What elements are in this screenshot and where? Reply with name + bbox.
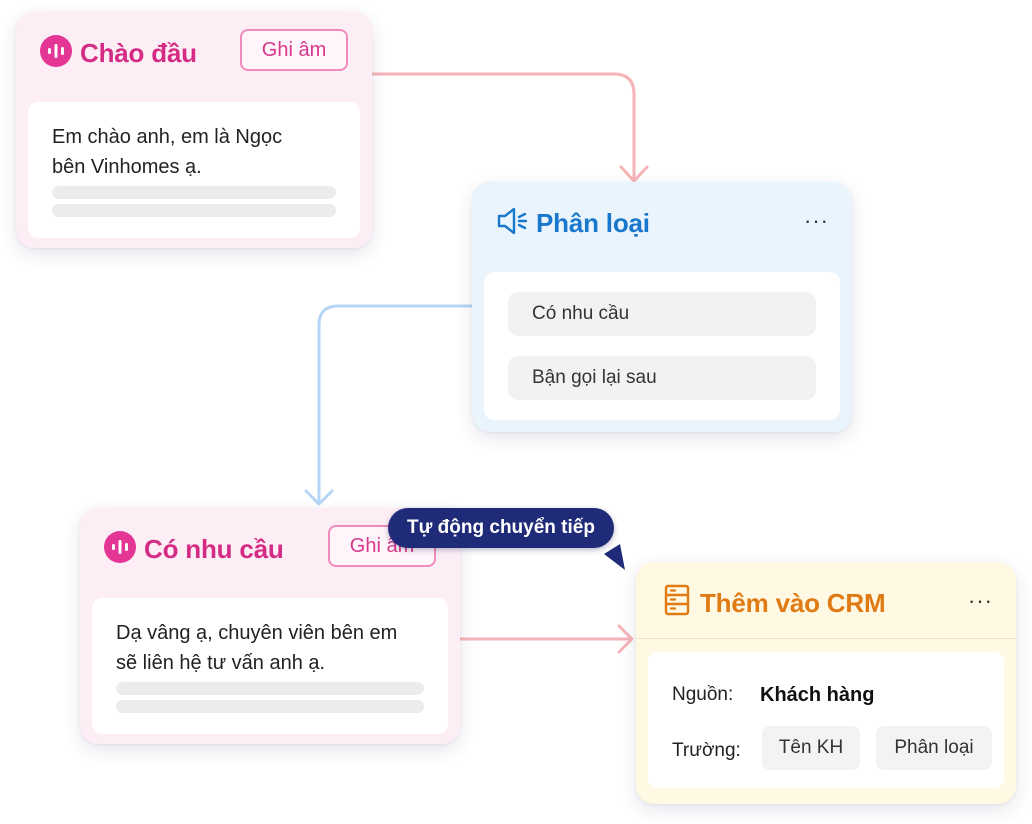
option-call-back-later[interactable]: Bận gọi lại sau bbox=[508, 356, 816, 400]
fields-label: Trường: bbox=[672, 740, 741, 761]
node-classify-title: Phân loại bbox=[536, 208, 650, 238]
node-greeting-title: Chào đầu bbox=[80, 38, 197, 68]
cursor-pointer-icon bbox=[604, 544, 625, 570]
node-crm-header: Thêm vào CRM ··· bbox=[636, 562, 1016, 642]
source-label: Nguồn: bbox=[672, 684, 734, 705]
node-interested-body: Dạ vâng ạ, chuyên viên bên em sẽ liên hệ… bbox=[92, 598, 448, 734]
field-chip-customer-name[interactable]: Tên KH bbox=[762, 726, 860, 770]
database-icon bbox=[664, 584, 690, 621]
audio-wave-icon bbox=[40, 35, 72, 67]
speaker-icon bbox=[496, 206, 530, 241]
field-chip-classification[interactable]: Phân loại bbox=[876, 726, 992, 770]
audio-wave-icon bbox=[104, 531, 136, 563]
node-interested[interactable]: Có nhu cầu Ghi âm Dạ vâng ạ, chuyên viên… bbox=[80, 508, 460, 744]
arrowhead-interested bbox=[304, 489, 334, 506]
arrowhead-crm bbox=[617, 624, 634, 654]
node-interested-title: Có nhu cầu bbox=[144, 534, 284, 564]
node-classify-header: Phân loại ··· bbox=[472, 182, 852, 262]
record-button[interactable]: Ghi âm bbox=[240, 29, 348, 71]
header-divider bbox=[636, 638, 1016, 639]
arrowhead-classify bbox=[619, 165, 649, 183]
skeleton-line bbox=[52, 204, 336, 217]
skeleton-line bbox=[116, 682, 424, 695]
message-text-line-2: sẽ liên hệ tư vấn anh ạ. bbox=[116, 652, 326, 674]
record-button[interactable]: Ghi âm bbox=[328, 525, 436, 567]
skeleton-line bbox=[52, 186, 336, 199]
message-text-line-1: Em chào anh, em là Ngọc bbox=[52, 126, 283, 148]
connector-greeting-to-classify bbox=[372, 72, 636, 180]
node-greeting[interactable]: Chào đầu Ghi âm Em chào anh, em là Ngọc … bbox=[16, 12, 372, 248]
node-greeting-body: Em chào anh, em là Ngọc bên Vinhomes ạ. bbox=[28, 102, 360, 238]
node-crm-body: Nguồn: Khách hàng Trường: Tên KH Phân lo… bbox=[648, 652, 1004, 788]
more-options-button[interactable]: ··· bbox=[804, 208, 829, 233]
node-crm-title: Thêm vào CRM bbox=[700, 588, 886, 618]
option-interested[interactable]: Có nhu cầu bbox=[508, 292, 816, 336]
node-add-to-crm[interactable]: Thêm vào CRM ··· Nguồn: Khách hàng Trườn… bbox=[636, 562, 1016, 804]
message-text-line-1: Dạ vâng ạ, chuyên viên bên em bbox=[116, 622, 398, 644]
node-interested-header: Có nhu cầu Ghi âm bbox=[80, 508, 460, 588]
node-classify-body: Có nhu cầu Bận gọi lại sau bbox=[484, 272, 840, 420]
message-text-line-2: bên Vinhomes ạ. bbox=[52, 156, 202, 178]
auto-forward-tooltip: Tự động chuyển tiếp bbox=[388, 508, 614, 548]
more-options-button[interactable]: ··· bbox=[968, 588, 993, 613]
skeleton-line bbox=[116, 700, 424, 713]
node-greeting-header: Chào đầu Ghi âm bbox=[16, 12, 372, 92]
connector-classify-to-interested bbox=[317, 304, 472, 503]
source-value: Khách hàng bbox=[760, 684, 875, 706]
node-classify[interactable]: Phân loại ··· Có nhu cầu Bận gọi lại sau bbox=[472, 182, 852, 432]
